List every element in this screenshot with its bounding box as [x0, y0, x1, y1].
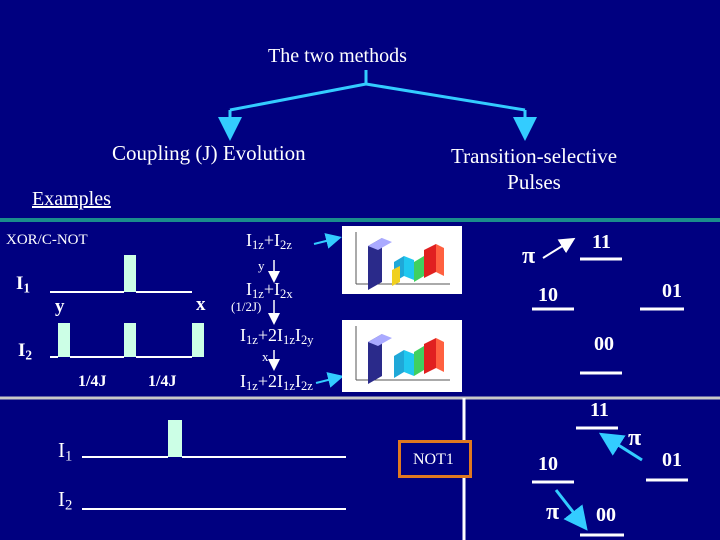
pi-label-bottom-2: π [546, 499, 560, 525]
coupling-evolution-label: Coupling (J) Evolution [112, 141, 306, 165]
levels-bottom [532, 426, 688, 537]
arrow-to-plot-2 [315, 372, 344, 388]
pulse-i2-3 [192, 323, 204, 357]
label-i2-bottom: I2 [58, 487, 73, 514]
level-11-bottom: 11 [590, 399, 609, 421]
pulse-bottom-i1 [168, 420, 182, 457]
operator-arrow-label-3: x [262, 349, 269, 364]
label-i1-top: I1 [16, 273, 31, 296]
pi-arrow-top [542, 237, 576, 259]
operator-arrow-label-2: (1/2J) [231, 299, 262, 314]
label-i2-top: I2 [18, 340, 33, 363]
label-x-pulse: x [196, 294, 206, 315]
transition-selective-label: Transition-selective Pulses [450, 144, 618, 195]
xor-cnot-label: XOR/C-NOT [6, 232, 88, 248]
operator-state-3: I1z+2I1zI2y [240, 325, 314, 348]
examples-label: Examples [32, 188, 111, 210]
method-tree [218, 70, 537, 141]
spectrum-plot-1 [342, 226, 462, 294]
pi-label-top: π [522, 243, 536, 269]
level-01-top: 01 [662, 280, 682, 302]
not1-box: NOT1 [398, 440, 472, 478]
pi-arrow-bottom-1 [598, 432, 643, 462]
level-00-top: 00 [594, 333, 614, 355]
spectrum-plot-2 [342, 320, 462, 392]
operator-state-4: I1z+2I1zI2z [240, 371, 313, 394]
level-00-bottom: 00 [596, 504, 616, 526]
not1-label: NOT1 [413, 451, 454, 468]
label-tau-1: 1/4J [78, 373, 107, 390]
pi-label-bottom-1: π [628, 425, 642, 451]
level-01-bottom: 01 [662, 449, 682, 471]
top-pulse-sequence [50, 291, 192, 358]
pi-arrow-bottom-2 [554, 489, 588, 531]
level-11-top: 11 [592, 231, 611, 253]
operator-state-1: I1z+I2z [246, 230, 292, 253]
arrow-to-plot-1 [313, 233, 342, 249]
label-i1-bottom: I1 [58, 438, 73, 465]
operator-state-2: I1z+I2x [246, 279, 293, 302]
pulse-i1-y [124, 255, 136, 292]
levels-top [532, 257, 684, 375]
level-10-top: 10 [538, 284, 558, 306]
label-y-pulse: y [55, 296, 65, 317]
pulse-i2-2 [124, 323, 136, 357]
label-tau-2: 1/4J [148, 373, 177, 390]
level-10-bottom: 10 [538, 453, 558, 475]
bottom-pulse-sequence [82, 456, 346, 510]
operator-arrow-label-1: y [258, 258, 265, 273]
pulse-i2-1 [58, 323, 70, 357]
page-title: The two methods [268, 45, 407, 67]
